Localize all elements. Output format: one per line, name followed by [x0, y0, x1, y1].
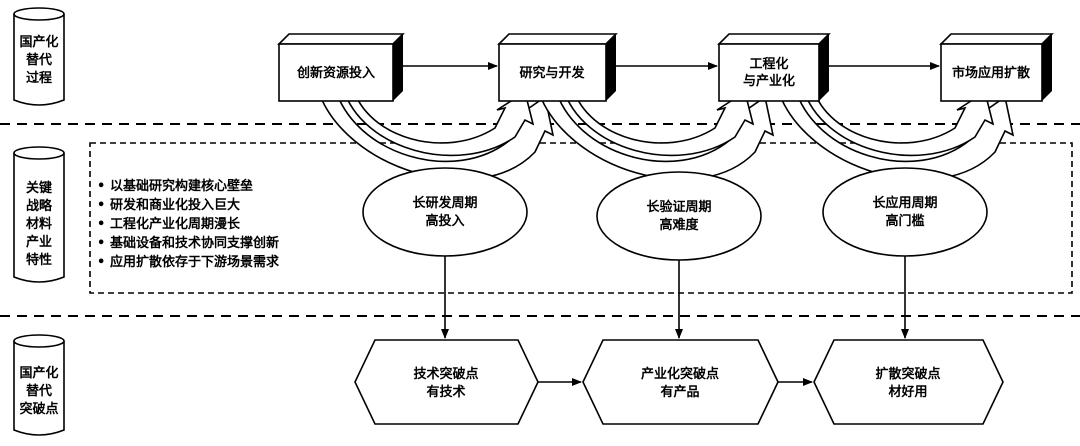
trait-item-2: 研发和商业化投入巨大: [110, 197, 240, 213]
breakthrough-2-line-2: 有产品: [660, 384, 699, 400]
row-label-process: 国产化 替代 过程: [13, 7, 65, 106]
row-label-process-line-2: 替代: [26, 52, 52, 68]
row-label-traits: 关键 战略 材料 产业 特性: [13, 146, 65, 283]
cycle-1-line-1: 长研发周期: [412, 195, 477, 211]
row-label-traits-line-2: 战略: [26, 198, 53, 214]
trait-item-3: 工程化产业化周期漫长: [110, 216, 241, 232]
process-label-2: 研究与开发: [519, 65, 585, 81]
cycle-3-line-2: 高门槛: [885, 213, 924, 229]
breakthrough-1-line-1: 技术突破点: [413, 366, 478, 382]
cycle-2-line-2: 高难度: [659, 217, 699, 233]
process-label-1: 创新资源投入: [296, 65, 375, 81]
row-label-breakthrough-line-2: 替代: [26, 383, 52, 399]
row-label-traits-line-4: 产业: [26, 234, 52, 250]
row-label-breakthrough: 国产化 替代 突破点: [13, 334, 65, 436]
process-label-3-line-1: 工程化: [749, 56, 788, 72]
breakthrough-3-line-1: 扩散突破点: [875, 366, 940, 382]
trait-bullet: •: [97, 236, 105, 251]
curved-arrows: [316, 87, 1015, 181]
cycle-2-line-1: 长验证周期: [646, 199, 711, 215]
breakthrough-3-line-2: 材好用: [888, 384, 927, 400]
breakthrough-1-line-2: 有技术: [426, 384, 465, 400]
cycle-3: 长应用周期 高门槛: [822, 167, 988, 257]
breakthrough-1: 技术突破点 有技术: [354, 339, 539, 425]
row-label-process-line-3: 过程: [26, 70, 52, 86]
row-label-traits-line-1: 关键: [26, 180, 52, 196]
row-label-breakthrough-line-3: 突破点: [19, 401, 58, 417]
trait-item-1: 以基础研究构建核心壁垒: [110, 178, 253, 194]
process-box-4: 市场应用扩散: [939, 33, 1054, 102]
cycle-3-line-1: 长应用周期: [872, 195, 937, 211]
row-label-traits-line-5: 特性: [26, 252, 52, 268]
breakthrough-3: 扩散突破点 材好用: [813, 339, 1004, 425]
cycle-1: 长研发周期 高投入: [362, 167, 528, 257]
trait-bullet: •: [97, 179, 105, 194]
down-arrows: [441, 256, 909, 339]
process-box-2: 研究与开发: [497, 33, 618, 102]
trait-item-5: 应用扩散依存于下游场景需求: [110, 254, 280, 270]
process-label-4: 市场应用扩散: [952, 65, 1031, 81]
row-label-process-line-1: 国产化: [19, 34, 58, 50]
row-label-traits-line-3: 材料: [26, 216, 52, 232]
trait-bullet: •: [97, 217, 105, 232]
cycle-2: 长验证周期 高难度: [596, 171, 762, 261]
process-label-3-line-2: 与产业化: [743, 73, 795, 89]
traits-list: • 以基础研究构建核心壁垒 • 研发和商业化投入巨大 • 工程化产业化周期漫长 …: [97, 178, 280, 270]
breakthrough-2-line-1: 产业化突破点: [641, 366, 719, 382]
trait-item-4: 基础设备和技术协同支撑创新: [109, 235, 279, 251]
trait-bullet: •: [97, 198, 105, 213]
row-label-breakthrough-line-1: 国产化: [19, 365, 58, 381]
process-box-3: 工程化 与产业化: [717, 33, 831, 102]
cycle-1-line-2: 高投入: [425, 213, 464, 229]
process-box-1: 创新资源投入: [277, 33, 405, 102]
breakthrough-2: 产业化突破点 有产品: [582, 339, 779, 425]
trait-bullet: •: [97, 255, 105, 270]
